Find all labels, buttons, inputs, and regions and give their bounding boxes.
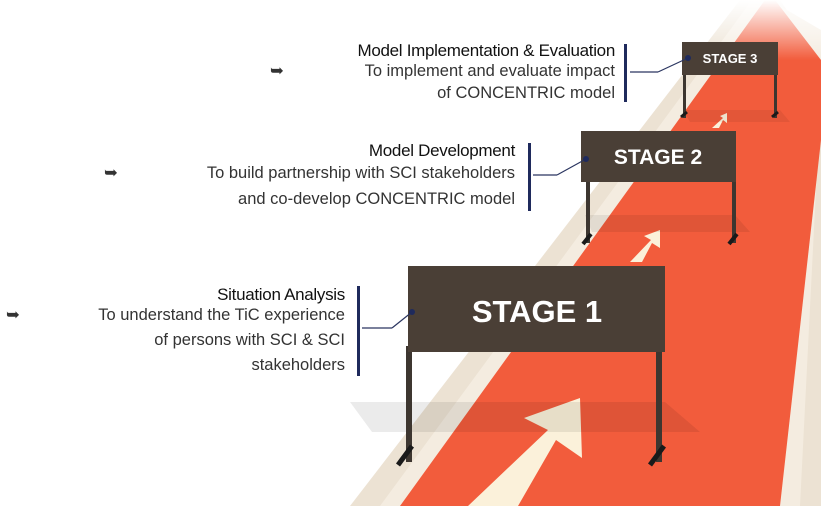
- connector-line: [556, 158, 587, 176]
- stage-1-desc-line-2: of persons with SCI & SCI: [154, 331, 345, 349]
- hurdle-foot-left: [680, 110, 688, 119]
- connector-dot: [583, 156, 589, 162]
- direction-arrow-3: [712, 113, 727, 128]
- stage-2-desc-line-2: and co-develop CONCENTRIC model: [238, 190, 515, 208]
- hurdle-board: [682, 42, 778, 75]
- stage-3-title: Model Implementation & Evaluation: [357, 41, 615, 60]
- hurdle-board: [408, 266, 665, 352]
- direction-arrow-1: [468, 398, 582, 506]
- hurdle-foot-right: [727, 232, 739, 246]
- connector-line: [391, 311, 413, 329]
- stage-2-title: Model Development: [369, 141, 516, 160]
- connector-dot: [685, 55, 691, 61]
- stage-2-annotation: Model Development ➥ To build partnership…: [104, 141, 589, 211]
- hurdle-foot-right: [771, 110, 779, 119]
- hurdle-board: [581, 131, 736, 182]
- direction-arrow-2: [630, 230, 660, 262]
- stage-3-desc-line-2: of CONCENTRIC model: [437, 84, 615, 102]
- arrow-glyph: ➥: [6, 306, 20, 324]
- connector-dot: [409, 309, 415, 315]
- hurdle-shadow: [350, 402, 700, 432]
- stage-2-hurdle: STAGE 2: [581, 131, 750, 246]
- connector-bar: [624, 44, 627, 102]
- hurdle-post-right: [774, 70, 777, 118]
- hurdle-post-left: [406, 346, 412, 462]
- hurdle-foot-left: [581, 232, 593, 246]
- hurdle-post-left: [586, 175, 590, 243]
- stage-2-desc-line-1: To build partnership with SCI stakeholde…: [207, 164, 515, 182]
- stage-1-label: STAGE 1: [472, 294, 602, 329]
- hurdle-shadow: [585, 215, 750, 232]
- hurdle-foot-left: [395, 444, 415, 467]
- stage-3-annotation: Model Implementation & Evaluation ➥ To i…: [270, 41, 691, 102]
- hurdle-shadow: [683, 110, 790, 122]
- stage-3-desc-line-1: To implement and evaluate impact: [365, 62, 616, 80]
- stage-1-title: Situation Analysis: [217, 285, 345, 304]
- stage-1-desc-line-1: To understand the TiC experience: [98, 306, 345, 324]
- connector-line: [657, 57, 689, 73]
- hurdle-post-right: [732, 175, 736, 243]
- hurdle-post-left: [683, 70, 686, 118]
- arrow-glyph: ➥: [270, 62, 284, 80]
- hurdle-foot-right: [647, 444, 667, 467]
- connector-bar: [528, 143, 531, 211]
- stage-3-hurdle: STAGE 3: [680, 42, 790, 122]
- stage-1-hurdle: STAGE 1: [350, 266, 700, 467]
- stage-1-annotation: Situation Analysis ➥ To understand the T…: [6, 285, 415, 376]
- hurdle-post-right: [656, 346, 662, 462]
- stage-3-label: STAGE 3: [703, 51, 758, 66]
- stage-1-desc-line-3: stakeholders: [251, 356, 345, 374]
- direction-arrows: [468, 113, 727, 506]
- connector-bar: [357, 286, 360, 376]
- arrow-glyph: ➥: [104, 164, 118, 182]
- stage-2-label: STAGE 2: [614, 146, 702, 169]
